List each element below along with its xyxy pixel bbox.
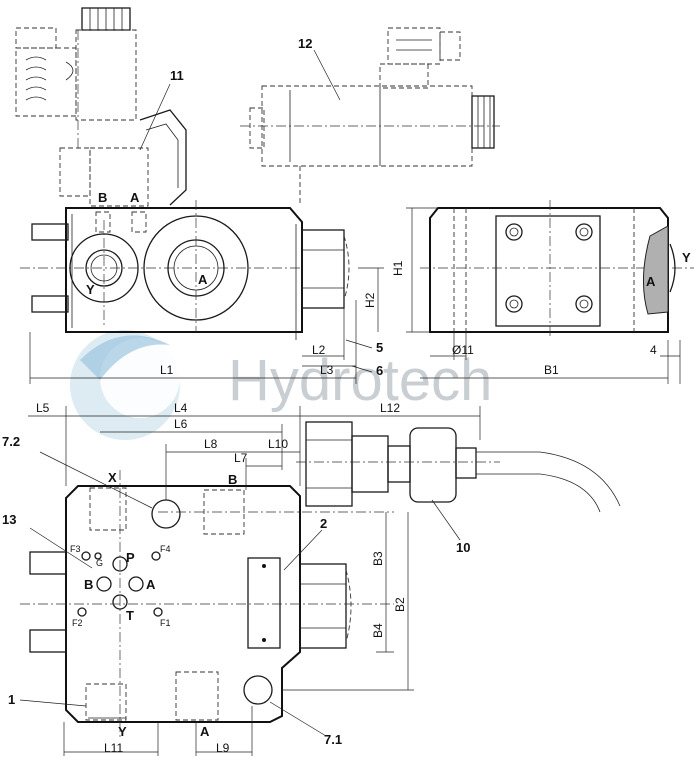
port-a-top: A (130, 190, 140, 205)
watermark: Hydrotech (70, 330, 492, 440)
dim-l6: L6 (174, 417, 188, 431)
side-view (420, 200, 694, 338)
callout-6: 6 (376, 363, 383, 378)
watermark-text: Hydrotech (228, 348, 492, 413)
dim-l4: L4 (174, 401, 188, 415)
callout-13: 13 (2, 512, 16, 527)
callout-10: 10 (456, 540, 470, 555)
dim-l10: L10 (268, 437, 288, 451)
dim-l7: L7 (234, 451, 248, 465)
port-a-bottom: A (200, 724, 210, 739)
dimension-labels: H1 H2 L1 L2 L3 Ø11 B1 4 L4 L5 L6 L7 L8 L… (36, 260, 657, 755)
port-y-bottom: Y (118, 724, 127, 739)
plan-view (20, 470, 394, 740)
front-dimensions (29, 267, 384, 384)
port-a-side: A (646, 274, 656, 289)
dim-l2: L2 (312, 343, 326, 357)
dim-h2: H2 (363, 292, 377, 308)
callout-1: 1 (8, 692, 15, 707)
port-f2: F2 (72, 618, 83, 628)
callout-5: 5 (376, 340, 383, 355)
port-t: T (126, 608, 134, 623)
callout-11: 11 (170, 68, 184, 83)
callout-7-2: 7.2 (2, 434, 20, 449)
plug-connector-10 (296, 421, 621, 513)
port-f4: F4 (160, 544, 171, 554)
port-b-top: B (98, 190, 107, 205)
port-f1: F1 (160, 618, 171, 628)
dim-h1: H1 (391, 260, 405, 276)
port-g: G (96, 558, 103, 568)
callout-12: 12 (298, 36, 312, 51)
port-a-front: A (198, 272, 208, 287)
dim-l3: L3 (320, 363, 334, 377)
dim-phi11: Ø11 (452, 343, 474, 357)
port-y-side: Y (682, 250, 691, 265)
dim-l8: L8 (204, 437, 218, 451)
port-b-plan: B (228, 472, 237, 487)
side-dimensions (406, 207, 681, 384)
solenoid-12 (240, 27, 500, 206)
port-p: P (126, 550, 135, 565)
leader-lines (19, 49, 461, 737)
port-b-mid: B (84, 577, 93, 592)
dim-l12: L12 (380, 401, 400, 415)
port-x: X (108, 470, 117, 485)
solenoid-11 (15, 7, 187, 207)
plan-dimensions (28, 406, 481, 756)
port-labels: B A Y A A Y X B P B A T Y A F1 F2 F3 F4 … (70, 190, 691, 739)
dim-b1: B1 (544, 363, 559, 377)
dim-4: 4 (650, 343, 657, 357)
callout-numbers: 11 12 5 6 7.2 13 2 10 1 7.1 (2, 36, 470, 747)
dim-l11: L11 (104, 741, 123, 755)
dim-b4: B4 (371, 623, 385, 638)
callout-7-1: 7.1 (324, 732, 342, 747)
dim-b2: B2 (393, 597, 407, 612)
dim-l1: L1 (160, 363, 174, 377)
dim-b3: B3 (371, 551, 385, 566)
port-f3: F3 (70, 544, 81, 554)
dim-l5: L5 (36, 401, 50, 415)
callout-2: 2 (320, 516, 327, 531)
dim-l9: L9 (216, 741, 230, 755)
port-a-mid: A (146, 577, 156, 592)
front-view (20, 200, 350, 340)
port-y-front: Y (86, 282, 95, 297)
